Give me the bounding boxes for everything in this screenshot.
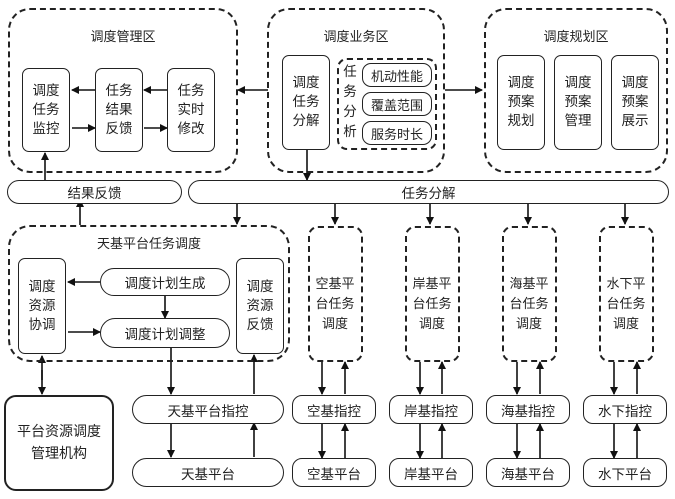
task-monitor-box[interactable]: 调度 任务 监控 <box>22 68 70 152</box>
business-zone-title: 调度业务区 <box>323 30 389 45</box>
analysis-item-mobility[interactable]: 机动性能 <box>362 63 432 87</box>
underwater-platform-box[interactable]: 水下平台 <box>583 458 667 487</box>
planning-zone-title: 调度规划区 <box>543 30 609 45</box>
management-zone-title: 调度管理区 <box>90 30 156 45</box>
shore-control-box[interactable]: 岸基指控 <box>389 395 473 424</box>
space-platform-box[interactable]: 天基平台 <box>132 458 284 487</box>
management-zone: 调度管理区 <box>8 8 238 173</box>
result-feedback-bar[interactable]: 结果反馈 <box>7 180 182 204</box>
analysis-item-coverage[interactable]: 覆盖范围 <box>362 92 432 116</box>
air-scheduling-label: 空基平 台任务 调度 <box>315 277 355 332</box>
sea-scheduling-label: 海基平 台任务 调度 <box>509 277 549 332</box>
underwater-control-box[interactable]: 水下指控 <box>583 395 667 424</box>
analysis-item-duration[interactable]: 服务时长 <box>362 121 432 145</box>
sea-control-box[interactable]: 海基指控 <box>486 395 570 424</box>
sea-scheduling-zone <box>502 226 557 362</box>
task-analysis-group <box>337 58 437 150</box>
task-decomposition-bar[interactable]: 任务分解 <box>188 180 669 204</box>
task-modify-box[interactable]: 任务 实时 修改 <box>167 68 215 152</box>
space-zone-title: 天基平台任务调度 <box>96 237 201 252</box>
planning-zone: 调度规划区 <box>484 8 668 173</box>
plan-manage-box[interactable]: 调度 预案 管理 <box>554 55 602 150</box>
shore-platform-box[interactable]: 岸基平台 <box>389 458 473 487</box>
task-feedback-box[interactable]: 任务 结果 反馈 <box>95 68 143 152</box>
space-scheduling-zone: 天基平台任务调度 <box>8 225 290 362</box>
air-platform-box[interactable]: 空基平台 <box>292 458 376 487</box>
underwater-scheduling-zone <box>599 226 654 362</box>
air-scheduling-zone <box>308 226 363 362</box>
plan-design-box[interactable]: 调度 预案 规划 <box>497 55 545 150</box>
space-control-box[interactable]: 天基平台指控 <box>132 395 284 424</box>
plan-display-box[interactable]: 调度 预案 展示 <box>611 55 659 150</box>
plan-adjust-box[interactable]: 调度计划调整 <box>100 318 230 348</box>
shore-scheduling-zone <box>405 226 460 362</box>
air-control-box[interactable]: 空基指控 <box>292 395 376 424</box>
task-analysis-label: 任 务 分 析 <box>343 64 357 140</box>
underwater-scheduling-label: 水下平 台任务 调度 <box>606 277 646 332</box>
shore-scheduling-label: 岸基平 台任务 调度 <box>412 277 452 332</box>
resource-feedback-box[interactable]: 调度 资源 反馈 <box>236 258 284 354</box>
business-zone: 调度业务区 <box>267 8 445 173</box>
sea-platform-box[interactable]: 海基平台 <box>486 458 570 487</box>
resource-coordination-box[interactable]: 调度 资源 协调 <box>18 258 66 354</box>
plan-generate-box[interactable]: 调度计划生成 <box>100 268 230 296</box>
resource-agency-box[interactable]: 平台资源调度 管理机构 <box>4 395 114 491</box>
task-decompose-box[interactable]: 调度 任务 分解 <box>282 55 330 150</box>
